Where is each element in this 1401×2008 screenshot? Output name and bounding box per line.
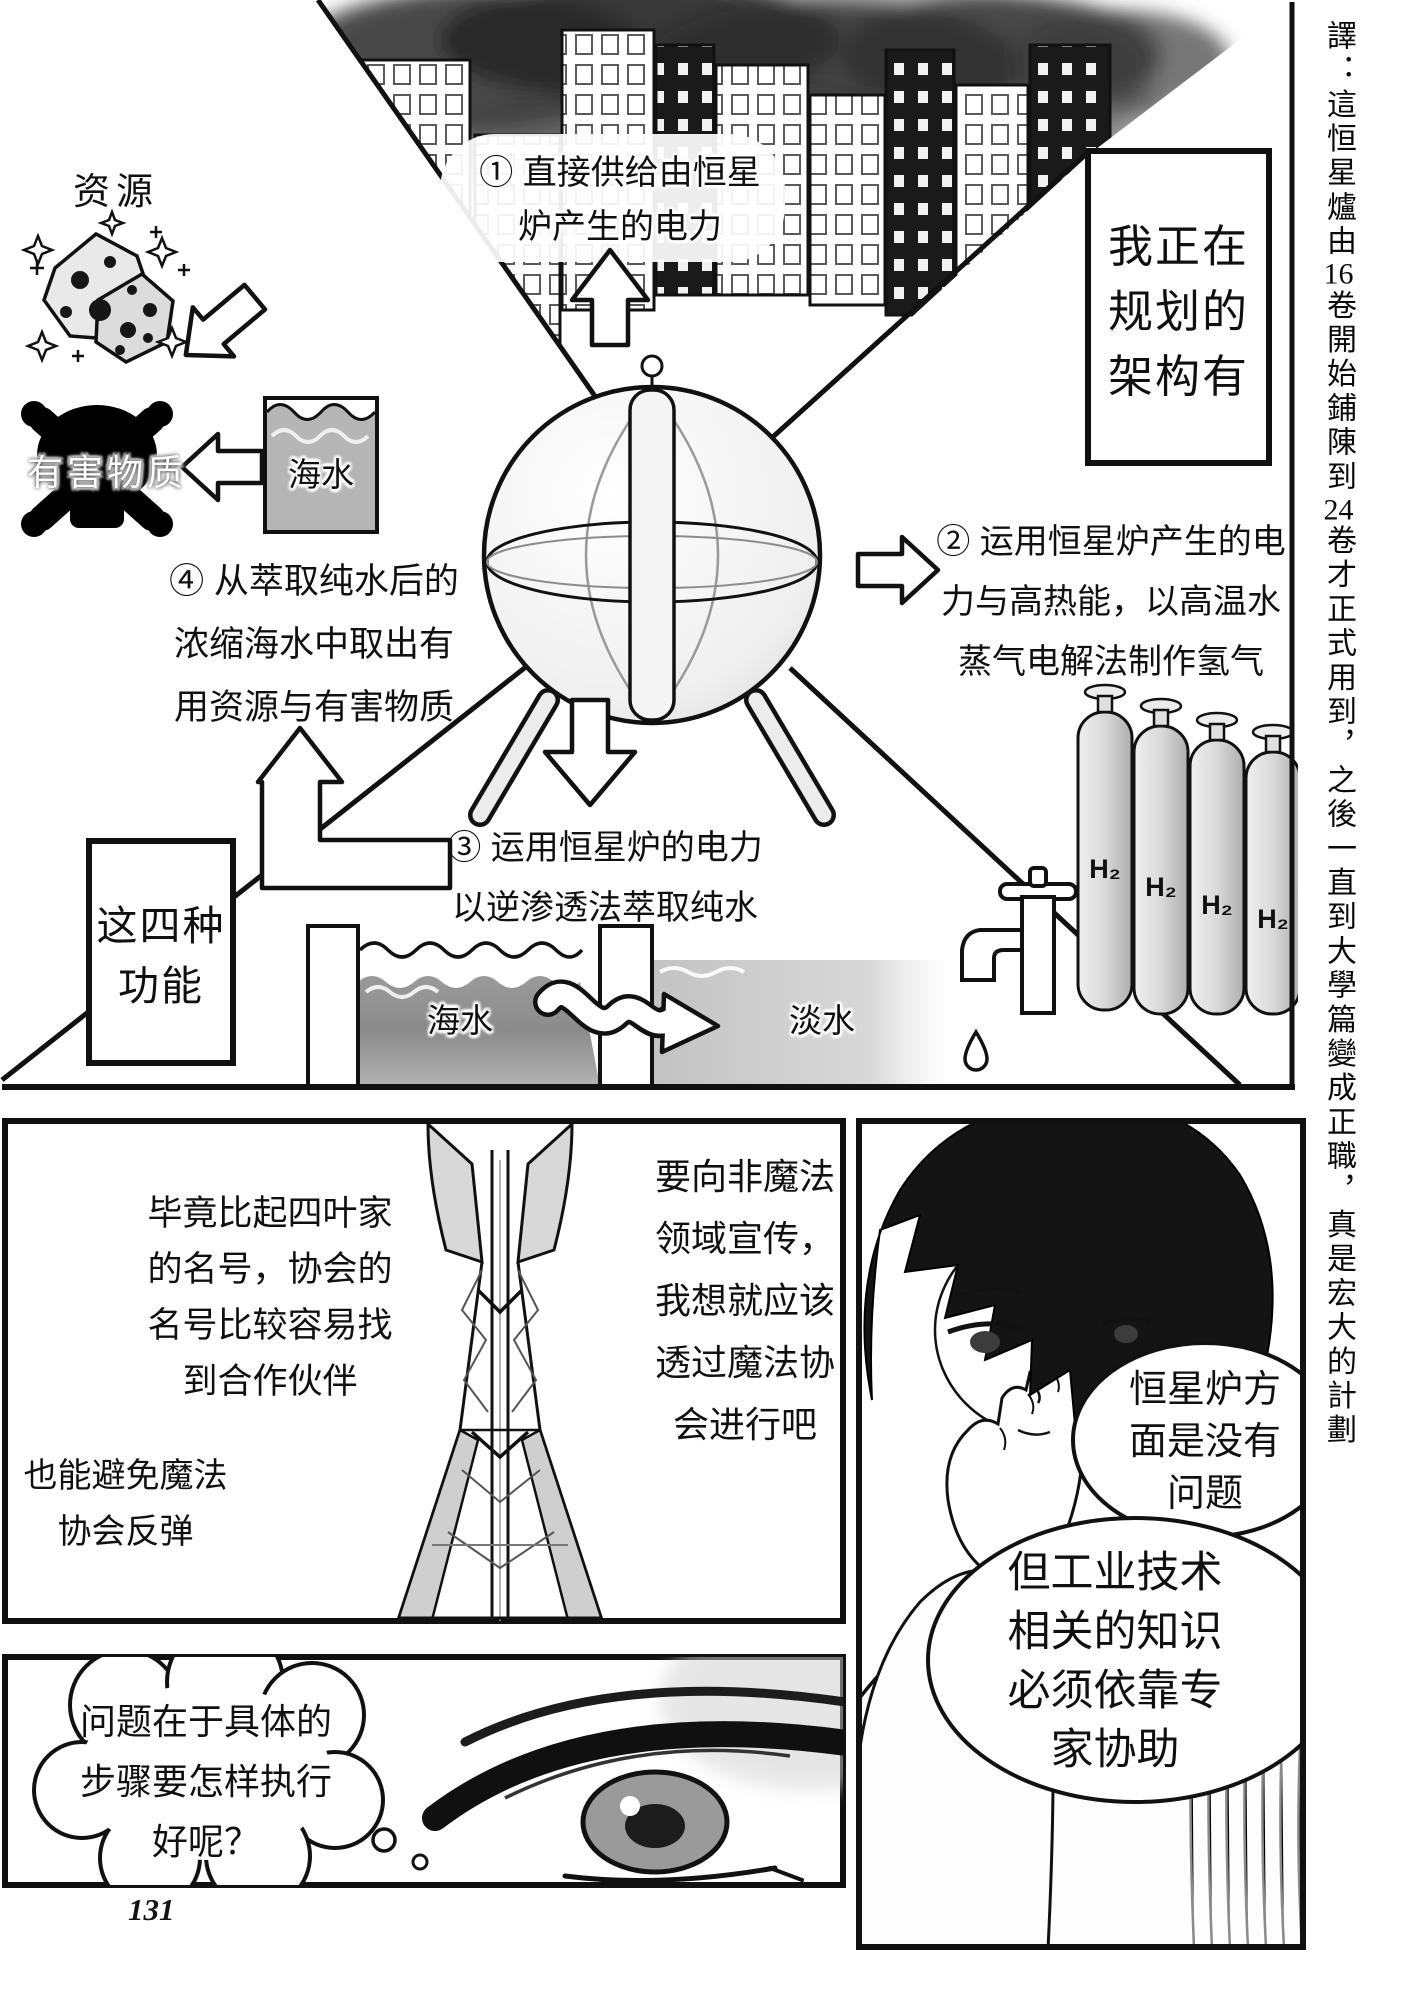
translator-side-note: 譯：這恒星爐由16卷開始鋪陳到24卷才正式用到，之後一直到大學篇變成正職，真是宏… bbox=[1316, 20, 1360, 1580]
side-note-segment: 卷開始鋪陳到 bbox=[1322, 289, 1355, 495]
wave-flow-arrow-icon bbox=[533, 979, 721, 1055]
sparkle-icons bbox=[20, 208, 190, 364]
eye-closeup bbox=[422, 1657, 843, 1883]
side-note-volume-16: 16 bbox=[1323, 259, 1354, 290]
note-item1: ① 直接供给由恒星炉产生的电力 bbox=[479, 154, 761, 246]
star-furnace-sphere bbox=[468, 354, 836, 827]
freshwater-tank-label: 淡水 bbox=[789, 1002, 855, 1039]
resource-rocks-icon bbox=[20, 208, 190, 365]
arrow-up-icon bbox=[569, 247, 651, 348]
speech-bubble bbox=[926, 1516, 1303, 1804]
note1-backdrop bbox=[440, 134, 785, 262]
tower-dialogue-right: 要向非魔法领域宣传，我想就应该透过魔法协会进行吧 bbox=[654, 1156, 835, 1445]
note-item2: ② 运用恒星炉产生的电力与高热能，以高温水蒸气电解法制作氢气 bbox=[936, 523, 1286, 681]
h2-label: H₂ bbox=[1201, 890, 1233, 920]
skull-icon bbox=[21, 401, 173, 537]
note-item4: ④ 从萃取纯水后的浓缩海水中取出有用资源与有害物质 bbox=[169, 562, 459, 727]
hydrogen-tanks: H₂ H₂ H₂ H₂ bbox=[1076, 683, 1298, 1016]
resources-label: 资源 bbox=[73, 171, 159, 212]
h2-label: H₂ bbox=[1257, 904, 1289, 934]
planner-caption-box: 我正在规划的架构有 bbox=[1085, 148, 1272, 466]
seawater-box bbox=[263, 396, 379, 534]
tower-dialogue-left: 毕竟比起四叶家的名号，协会的名号比较容易找到合作伙伴 bbox=[147, 1194, 393, 1401]
faucet-icon bbox=[960, 866, 1078, 1072]
side-note-volume-24: 24 bbox=[1323, 494, 1354, 525]
arrow-bent-up-icon bbox=[255, 725, 453, 891]
man-panel-border bbox=[856, 1118, 1306, 1950]
h2-label: H₂ bbox=[1089, 854, 1121, 884]
note-item3: ③ 运用恒星炉的电力以逆渗透法萃取纯水 bbox=[447, 829, 763, 927]
arrow-left-icon bbox=[179, 431, 265, 503]
functions-caption-box: 这四种功能 bbox=[86, 838, 236, 1066]
broadcast-tower-icon bbox=[396, 1121, 604, 1621]
arrow-down-icon bbox=[542, 697, 638, 808]
arrow-right-icon bbox=[855, 534, 941, 606]
seawater-tank-label: 海水 bbox=[427, 1002, 493, 1039]
man-dialogue-top: 恒星炉方面是没有问题 bbox=[1128, 1369, 1281, 1515]
page-number: 131 bbox=[128, 1892, 175, 1927]
side-note-segment: 卷才正式用到，之後一直到大學篇變成正職，真是宏大的計劃 bbox=[1322, 524, 1355, 1449]
eye-dialogue: 问题在于具体的步骤要怎样执行好呢？ bbox=[79, 1701, 332, 1862]
side-note-segment: 譯：這恒星爐由 bbox=[1322, 20, 1355, 260]
man-dialogue-bottom: 但工业技术相关的知识必须依靠专家协助 bbox=[1007, 1549, 1223, 1774]
thought-bubble bbox=[32, 1657, 429, 1885]
tower-dialogue-left2: 也能避免魔法协会反弹 bbox=[23, 1457, 228, 1551]
arrow-upleft-icon bbox=[183, 282, 268, 359]
seawater-box-label: 海水 bbox=[288, 456, 354, 493]
h2-label: H₂ bbox=[1145, 872, 1177, 902]
harmful-label: 有害物质 bbox=[26, 452, 187, 493]
